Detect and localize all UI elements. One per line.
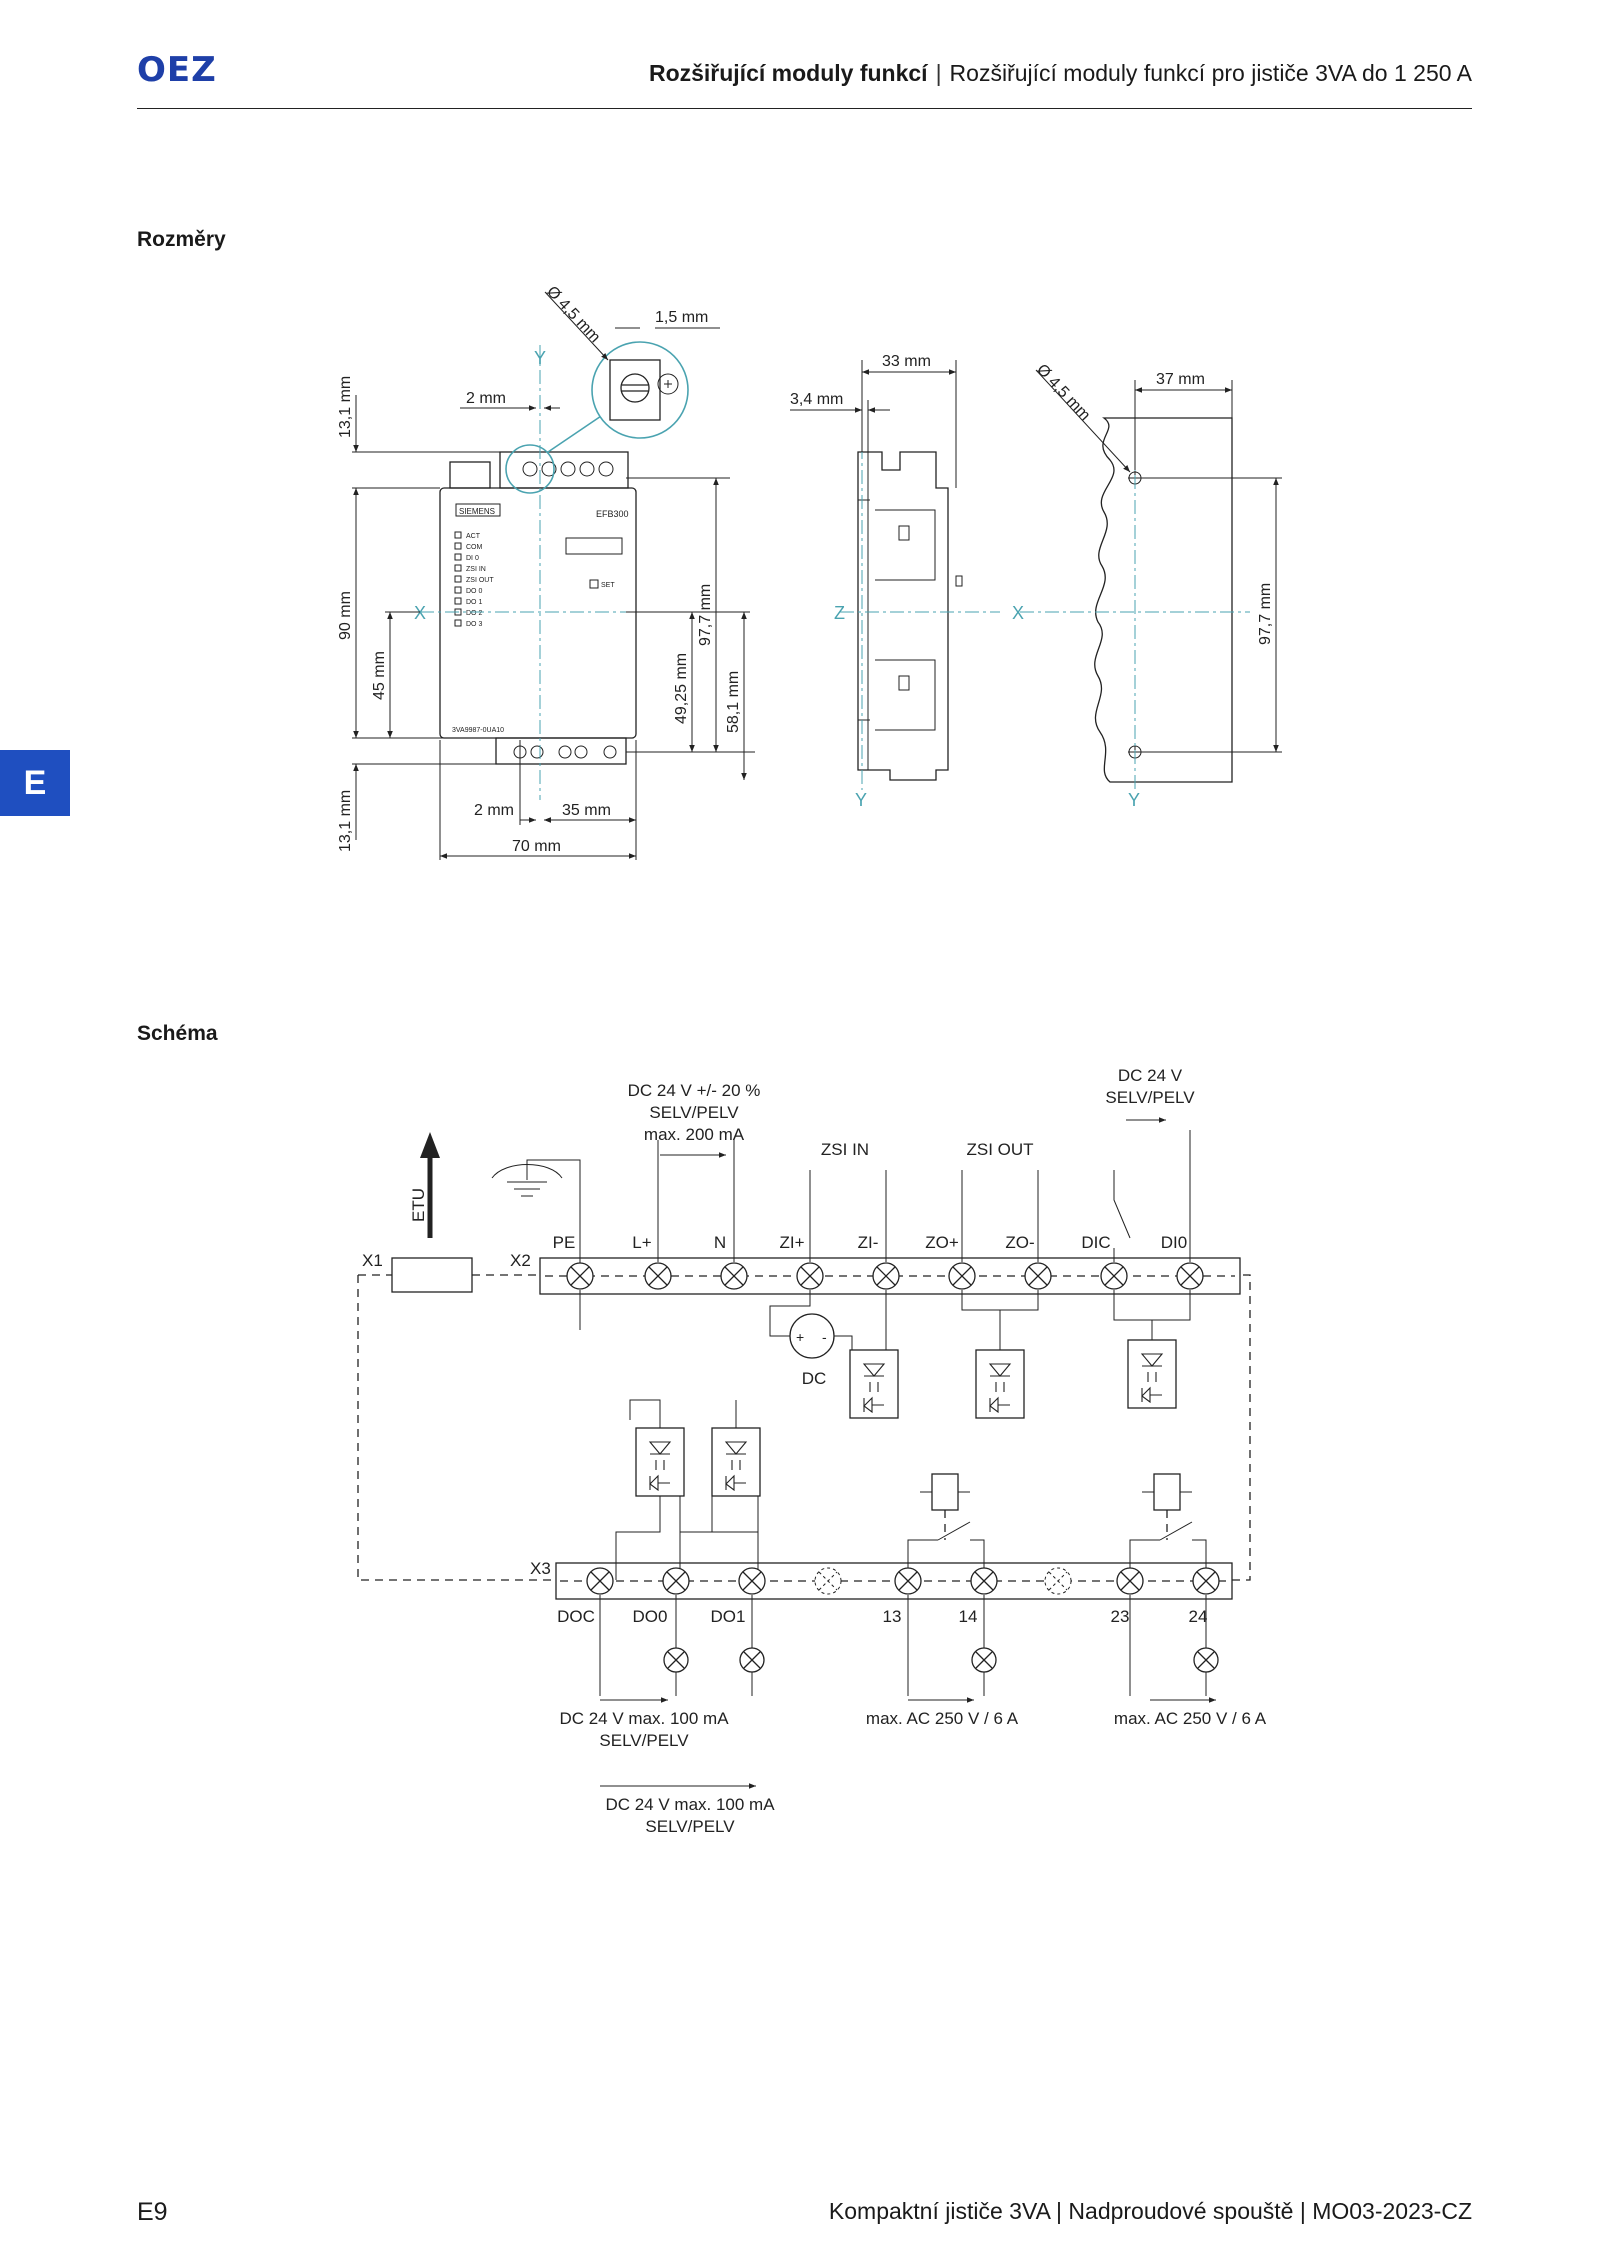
dim-3-4: 3,4 mm [790, 391, 843, 408]
section-tab: E [0, 750, 70, 816]
axis-x-back: X [1012, 603, 1024, 623]
device-set-label: SET [601, 582, 615, 589]
device-brand: SIEMENS [459, 507, 495, 516]
led-label: DO 0 [466, 588, 482, 595]
header-separator: | [935, 60, 942, 86]
wiring-schema: DC 24 V +/- 20 % SELV/PELV max. 200 mA Z… [357, 1066, 1267, 1836]
device-model: EFB300 [596, 509, 629, 519]
terminal-label: ZO+ [925, 1233, 959, 1252]
dc24-label-line1: DC 24 V [1118, 1066, 1183, 1085]
dim-45: 45 mm [371, 651, 388, 700]
terminal-label: ZO- [1005, 1233, 1034, 1252]
dim-33: 33 mm [882, 353, 931, 370]
axis-y-side: Y [855, 790, 867, 810]
terminal-label: DI0 [1161, 1233, 1187, 1252]
header-rule [137, 108, 1472, 109]
output-label-1-line2: SELV/PELV [599, 1731, 689, 1750]
terminal-label: DO0 [633, 1607, 668, 1626]
dim-2-top: 2 mm [466, 390, 506, 407]
page-number: E9 [137, 2198, 168, 2226]
ground-symbol [491, 1159, 581, 1258]
dim-13-1-top: 13,1 mm [337, 376, 354, 438]
dimension-drawing: SIEMENS EFB300 SET ACT COM DI 0 ZSI IN Z… [337, 283, 1282, 860]
terminal-label: L+ [632, 1233, 651, 1252]
led-label: DI 0 [466, 555, 479, 562]
terminal-label: PE [553, 1233, 576, 1252]
terminal-label: DOC [557, 1607, 595, 1626]
dim-70: 70 mm [512, 838, 561, 855]
output-label-1-line1: DC 24 V max. 100 mA [559, 1709, 729, 1728]
output-label-2-line1: DC 24 V max. 100 mA [605, 1795, 775, 1814]
etu-label: ETU [409, 1188, 428, 1222]
x2-terminal-labels: PE L+ N ZI+ ZI- ZO+ ZO- DIC DI0 [553, 1233, 1188, 1252]
supply-label-line2: SELV/PELV [649, 1103, 739, 1122]
svg-text:+: + [796, 1329, 804, 1345]
header-title-bold: Rozšiřující moduly funkcí [648, 60, 928, 86]
led-label: DO 2 [466, 610, 482, 617]
dim-1-5: 1,5 mm [655, 309, 708, 326]
section-title-dimensions: Rozměry [137, 228, 226, 251]
x1-label: X1 [362, 1251, 383, 1270]
output-label-2-line2: SELV/PELV [645, 1817, 735, 1836]
dim-13-1-bottom: 13,1 mm [337, 790, 354, 852]
relay-1 [907, 1473, 985, 1580]
dim-35: 35 mm [562, 802, 611, 819]
axis-y-front: Y [534, 348, 546, 368]
led-label: ACT [466, 533, 481, 540]
terminal-label: DO1 [711, 1607, 746, 1626]
page-header: Rozšiřující moduly funkcí | Rozšiřující mo… [649, 60, 1472, 87]
terminal-label: 23 [1111, 1607, 1130, 1626]
dim-90: 90 mm [337, 591, 354, 640]
x2-label: X2 [510, 1251, 531, 1270]
axis-x-front: X [414, 603, 426, 623]
x3-terminal-labels: DOC DO0 DO1 13 14 23 24 [557, 1607, 1207, 1626]
oez-logo: OEZ [137, 50, 217, 90]
device-order-number: 3VA9987-0UA10 [452, 727, 504, 734]
side-view: Z Y 33 mm 3,4 mm [790, 353, 1000, 810]
terminal-label: 14 [959, 1607, 978, 1626]
zsi-in-label: ZSI IN [821, 1140, 869, 1159]
zsi-out-label: ZSI OUT [966, 1140, 1033, 1159]
dc-label: DC [802, 1369, 827, 1388]
led-label: DO 1 [466, 599, 482, 606]
relay-label-2: max. AC 250 V / 6 A [1114, 1709, 1267, 1728]
terminal-label: N [714, 1233, 726, 1252]
axis-y-back: Y [1128, 790, 1140, 810]
svg-text:-: - [822, 1329, 827, 1345]
header-title-rest: Rozšiřující moduly funkcí pro jističe 3V… [949, 60, 1472, 86]
dc24-label-line2: SELV/PELV [1105, 1088, 1195, 1107]
led-label: DO 3 [466, 621, 482, 628]
page-footer: Kompaktní jističe 3VA | Nadproudové spou… [828, 2198, 1472, 2224]
axis-z-side: Z [834, 603, 845, 623]
led-list: ACT COM DI 0 ZSI IN ZSI OUT DO 0 DO 1 DO… [454, 531, 494, 628]
terminal-label: ZI+ [779, 1233, 804, 1252]
led-label: ZSI IN [466, 566, 486, 573]
led-label: ZSI OUT [466, 577, 494, 584]
dim-58-1: 58,1 mm [725, 671, 742, 733]
led-label: COM [466, 544, 483, 551]
section-title-schema: Schéma [137, 1022, 218, 1045]
dim-2-bottom: 2 mm [474, 802, 514, 819]
supply-label-line3: max. 200 mA [644, 1125, 745, 1144]
terminal-label: 13 [883, 1607, 902, 1626]
dim-37: 37 mm [1156, 371, 1205, 388]
supply-label-line1: DC 24 V +/- 20 % [628, 1081, 761, 1100]
relay-2 [1129, 1473, 1207, 1580]
terminal-label: 24 [1189, 1607, 1208, 1626]
relay-label-1: max. AC 250 V / 6 A [866, 1709, 1019, 1728]
dim-97-7: 97,7 mm [697, 584, 714, 646]
terminal-label: ZI- [858, 1233, 879, 1252]
dim-49-25: 49,25 mm [673, 653, 690, 724]
terminal-label: DIC [1081, 1233, 1110, 1252]
dim-97-7-back: 97,7 mm [1257, 583, 1274, 645]
x3-label: X3 [530, 1559, 551, 1578]
